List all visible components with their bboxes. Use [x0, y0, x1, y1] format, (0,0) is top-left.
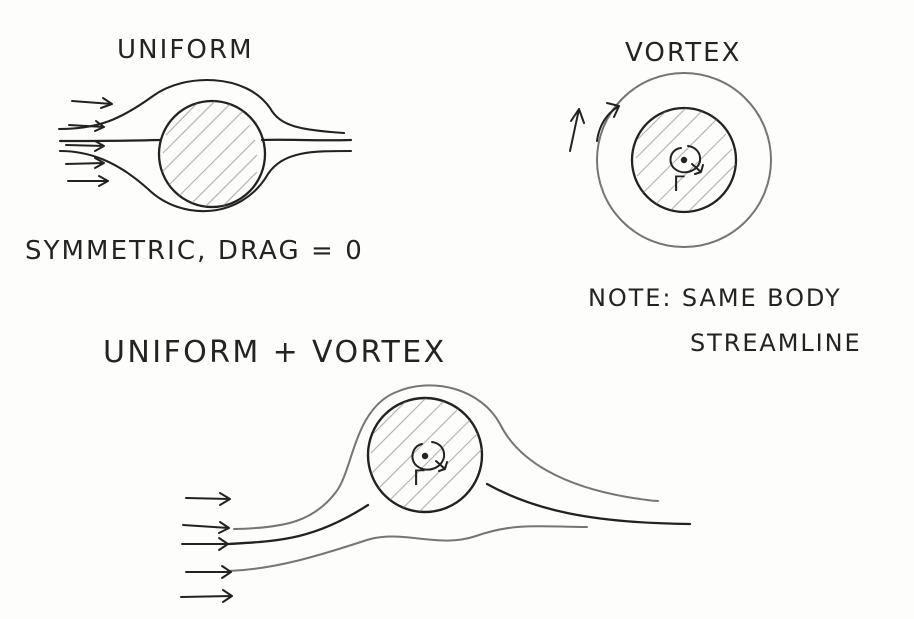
combined-middle-streamline	[227, 482, 692, 546]
combined-lower-streamline	[228, 525, 588, 572]
vortex-body	[630, 106, 738, 214]
uniform-arrow-4	[65, 157, 105, 169]
vortex-rotation-arrow-left	[569, 108, 585, 152]
combined-body	[366, 396, 484, 514]
combined-arrow-4	[185, 565, 232, 579]
uniform-body	[157, 99, 267, 209]
symmetric-drag-label: SYMMETRIC, DRAG = 0	[25, 236, 364, 266]
uniform-upper-streamline	[57, 79, 346, 135]
combined-arrow-5	[180, 589, 233, 603]
note-line-1: NOTE: SAME BODY	[588, 284, 842, 312]
uniform-arrow-5	[67, 175, 109, 187]
combined-title: UNIFORM + VORTEX	[103, 335, 447, 370]
vortex-title: VORTEX	[625, 38, 742, 68]
vortex-rotation-symbol	[669, 145, 702, 174]
vortex-body-shading	[635, 108, 736, 212]
uniform-body-shading	[161, 101, 258, 207]
combined-upper-streamline	[233, 384, 659, 530]
uniform-flow-diagram	[57, 79, 353, 213]
uniform-arrow-3	[65, 140, 105, 152]
uniform-lower-streamline	[58, 149, 353, 213]
note-line-2: STREAMLINE	[690, 329, 862, 357]
uniform-arrow-1	[71, 97, 113, 109]
combined-arrow-1	[185, 492, 231, 506]
combined-rotation-arrow	[435, 460, 448, 472]
vortex-rotation-arrow	[691, 163, 704, 175]
uniform-title: UNIFORM	[117, 35, 254, 65]
vortex-rotation-arrow-right	[596, 102, 620, 142]
uniform-arrow-2	[68, 120, 105, 132]
combined-center-mark	[421, 452, 429, 460]
vortex-gamma-symbol: Γ	[673, 172, 686, 196]
combined-rotation-symbol	[411, 441, 446, 471]
vortex-diagram: Γ	[569, 72, 772, 248]
combined-arrow-3	[181, 537, 229, 551]
uniform-middle-streamline	[58, 138, 353, 143]
vortex-outer-streamline	[596, 72, 772, 248]
combined-arrow-2	[182, 521, 230, 534]
combined-flow-diagram: Γ	[180, 384, 692, 603]
vortex-center-mark	[680, 156, 688, 164]
combined-gamma-symbol: Γ	[413, 466, 426, 490]
combined-body-shading	[370, 398, 482, 512]
